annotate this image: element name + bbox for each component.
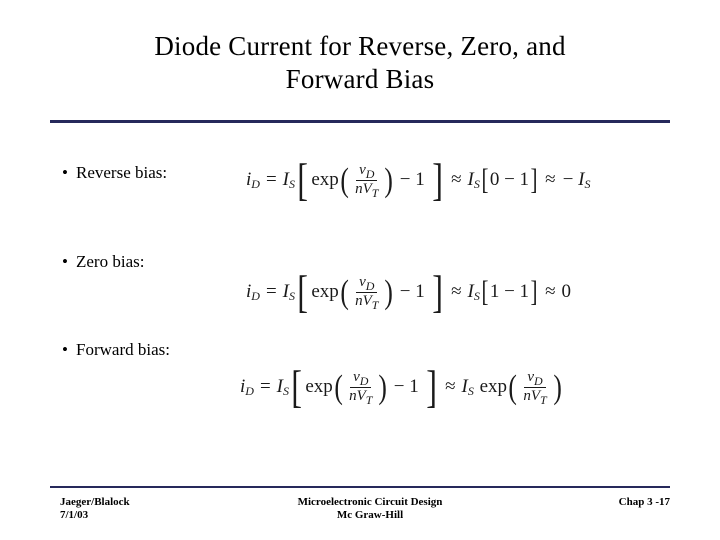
eq1-bracket-term: 0 − 1	[489, 169, 530, 191]
eq3-equals: =	[259, 376, 271, 398]
eq2-is2: I	[467, 281, 474, 303]
footer-date: 7/1/03	[60, 509, 89, 521]
footer-book-title: Microelectronic Circuit Design	[297, 496, 443, 508]
eq2-paren-open: (	[340, 273, 349, 311]
eq1-equals: =	[265, 169, 277, 191]
eq3-frac-num: vD	[350, 369, 372, 388]
eq3-is2-sub: S	[467, 383, 474, 398]
eq3-id-sub: D	[245, 383, 254, 398]
eq2-fraction: vD nVT	[352, 274, 381, 312]
eq2-approx-1: ≈	[451, 281, 462, 303]
footer-divider	[50, 486, 670, 488]
title-line-2: Forward Bias	[285, 64, 435, 94]
bullet-label-forward: Forward bias:	[76, 340, 170, 359]
eq1-minus-one: − 1	[399, 169, 425, 191]
title-divider	[50, 120, 670, 123]
bullet-label-zero: Zero bias:	[76, 252, 145, 271]
eq3-fraction: vD nVT	[346, 369, 375, 407]
eq3-is-sub: S	[283, 383, 289, 398]
eq3-fraction-2: vD nVT	[520, 369, 549, 407]
eq3-paren-open: (	[334, 368, 343, 406]
eq1-fraction: vD nVT	[352, 162, 381, 200]
eq1-exp-label: exp	[311, 169, 339, 191]
footer-author: Jaeger/Blalock 7/1/03	[60, 496, 130, 522]
eq2-paren-close: )	[384, 273, 394, 311]
eq2-exp-label: exp	[311, 281, 339, 303]
eq2-equals: =	[265, 281, 277, 303]
eq2-is: I	[282, 281, 289, 303]
footer-page-number: Chap 3 -17	[530, 496, 670, 509]
eq2-id-sub: D	[251, 288, 260, 303]
eq1-is2: I	[467, 169, 474, 191]
eq2-bracket2-close: ]	[530, 275, 538, 309]
eq3-frac2-den: nVT	[523, 387, 547, 407]
eq1-is: I	[282, 169, 289, 191]
eq3-exp-label: exp	[305, 376, 333, 398]
eq2-frac-den: nVT	[355, 292, 379, 312]
eq2-frac-num: vD	[356, 274, 378, 293]
eq3-bracket-close: ]	[426, 361, 437, 413]
eq3-bracket-open: [	[291, 361, 303, 413]
eq3-paren-close: )	[378, 368, 388, 406]
eq1-bracket2-close: ]	[530, 163, 538, 197]
eq3-approx-1: ≈	[445, 376, 456, 398]
bullet-forward-bias: • Forward bias:	[62, 340, 170, 360]
eq3-exp-label-2: exp	[474, 376, 508, 398]
eq1-bracket-open: [	[297, 154, 309, 206]
eq1-id: i	[246, 169, 252, 191]
eq1-frac-den: nVT	[355, 180, 379, 200]
eq3-id: i	[240, 376, 246, 398]
footer-chapter-page: Chap 3 -17	[618, 496, 670, 508]
eq3-is2: I	[461, 376, 468, 398]
eq2-bracket-close: ]	[432, 266, 443, 318]
footer-publisher: Mc Graw-Hill	[336, 509, 404, 521]
bullet-marker-icon: •	[62, 163, 68, 182]
eq1-id-sub: D	[251, 176, 260, 191]
bullet-label-reverse: Reverse bias:	[76, 163, 168, 182]
page-title: Diode Current for Reverse, Zero, and For…	[48, 30, 672, 96]
eq1-bracket-close: ]	[432, 154, 443, 206]
bullet-marker-icon: •	[62, 340, 68, 359]
eq1-paren-close: )	[384, 161, 394, 199]
eq3-paren2-open: (	[508, 368, 517, 406]
eq3-frac-den: nVT	[349, 387, 373, 407]
eq1-paren-open: (	[340, 161, 349, 199]
bullet-zero-bias: • Zero bias:	[62, 252, 144, 272]
eq1-is2-sub: S	[473, 176, 480, 191]
eq2-is-sub: S	[289, 288, 295, 303]
eq2-minus-one: − 1	[399, 281, 425, 303]
eq3-is: I	[276, 376, 283, 398]
eq2-bracket-term: 1 − 1	[489, 281, 530, 303]
eq1-approx-2: ≈	[545, 169, 556, 191]
eq1-is-sub: S	[289, 176, 295, 191]
eq1-frac-num: vD	[356, 162, 378, 181]
bullet-marker-icon: •	[62, 252, 68, 271]
footer-book: Microelectronic Circuit Design Mc Graw-H…	[240, 496, 500, 522]
eq3-paren2-close: )	[553, 368, 562, 406]
eq2-result: 0	[561, 281, 572, 303]
eq1-result: − I	[561, 169, 585, 191]
eq2-id: i	[246, 281, 252, 303]
eq2-bracket-open: [	[297, 266, 309, 318]
eq2-is2-sub: S	[473, 288, 480, 303]
eq1-approx-1: ≈	[451, 169, 462, 191]
eq2-bracket2-open: [	[481, 275, 489, 309]
bullet-reverse-bias: • Reverse bias:	[62, 163, 167, 183]
title-line-1: Diode Current for Reverse, Zero, and	[154, 31, 566, 61]
eq2-approx-2: ≈	[545, 281, 556, 303]
eq3-frac2-num: vD	[524, 369, 546, 388]
eq1-result-sub: S	[584, 176, 591, 191]
eq3-minus-one: − 1	[393, 376, 419, 398]
footer-author-name: Jaeger/Blalock	[60, 496, 130, 508]
eq1-bracket2-open: [	[481, 163, 489, 197]
